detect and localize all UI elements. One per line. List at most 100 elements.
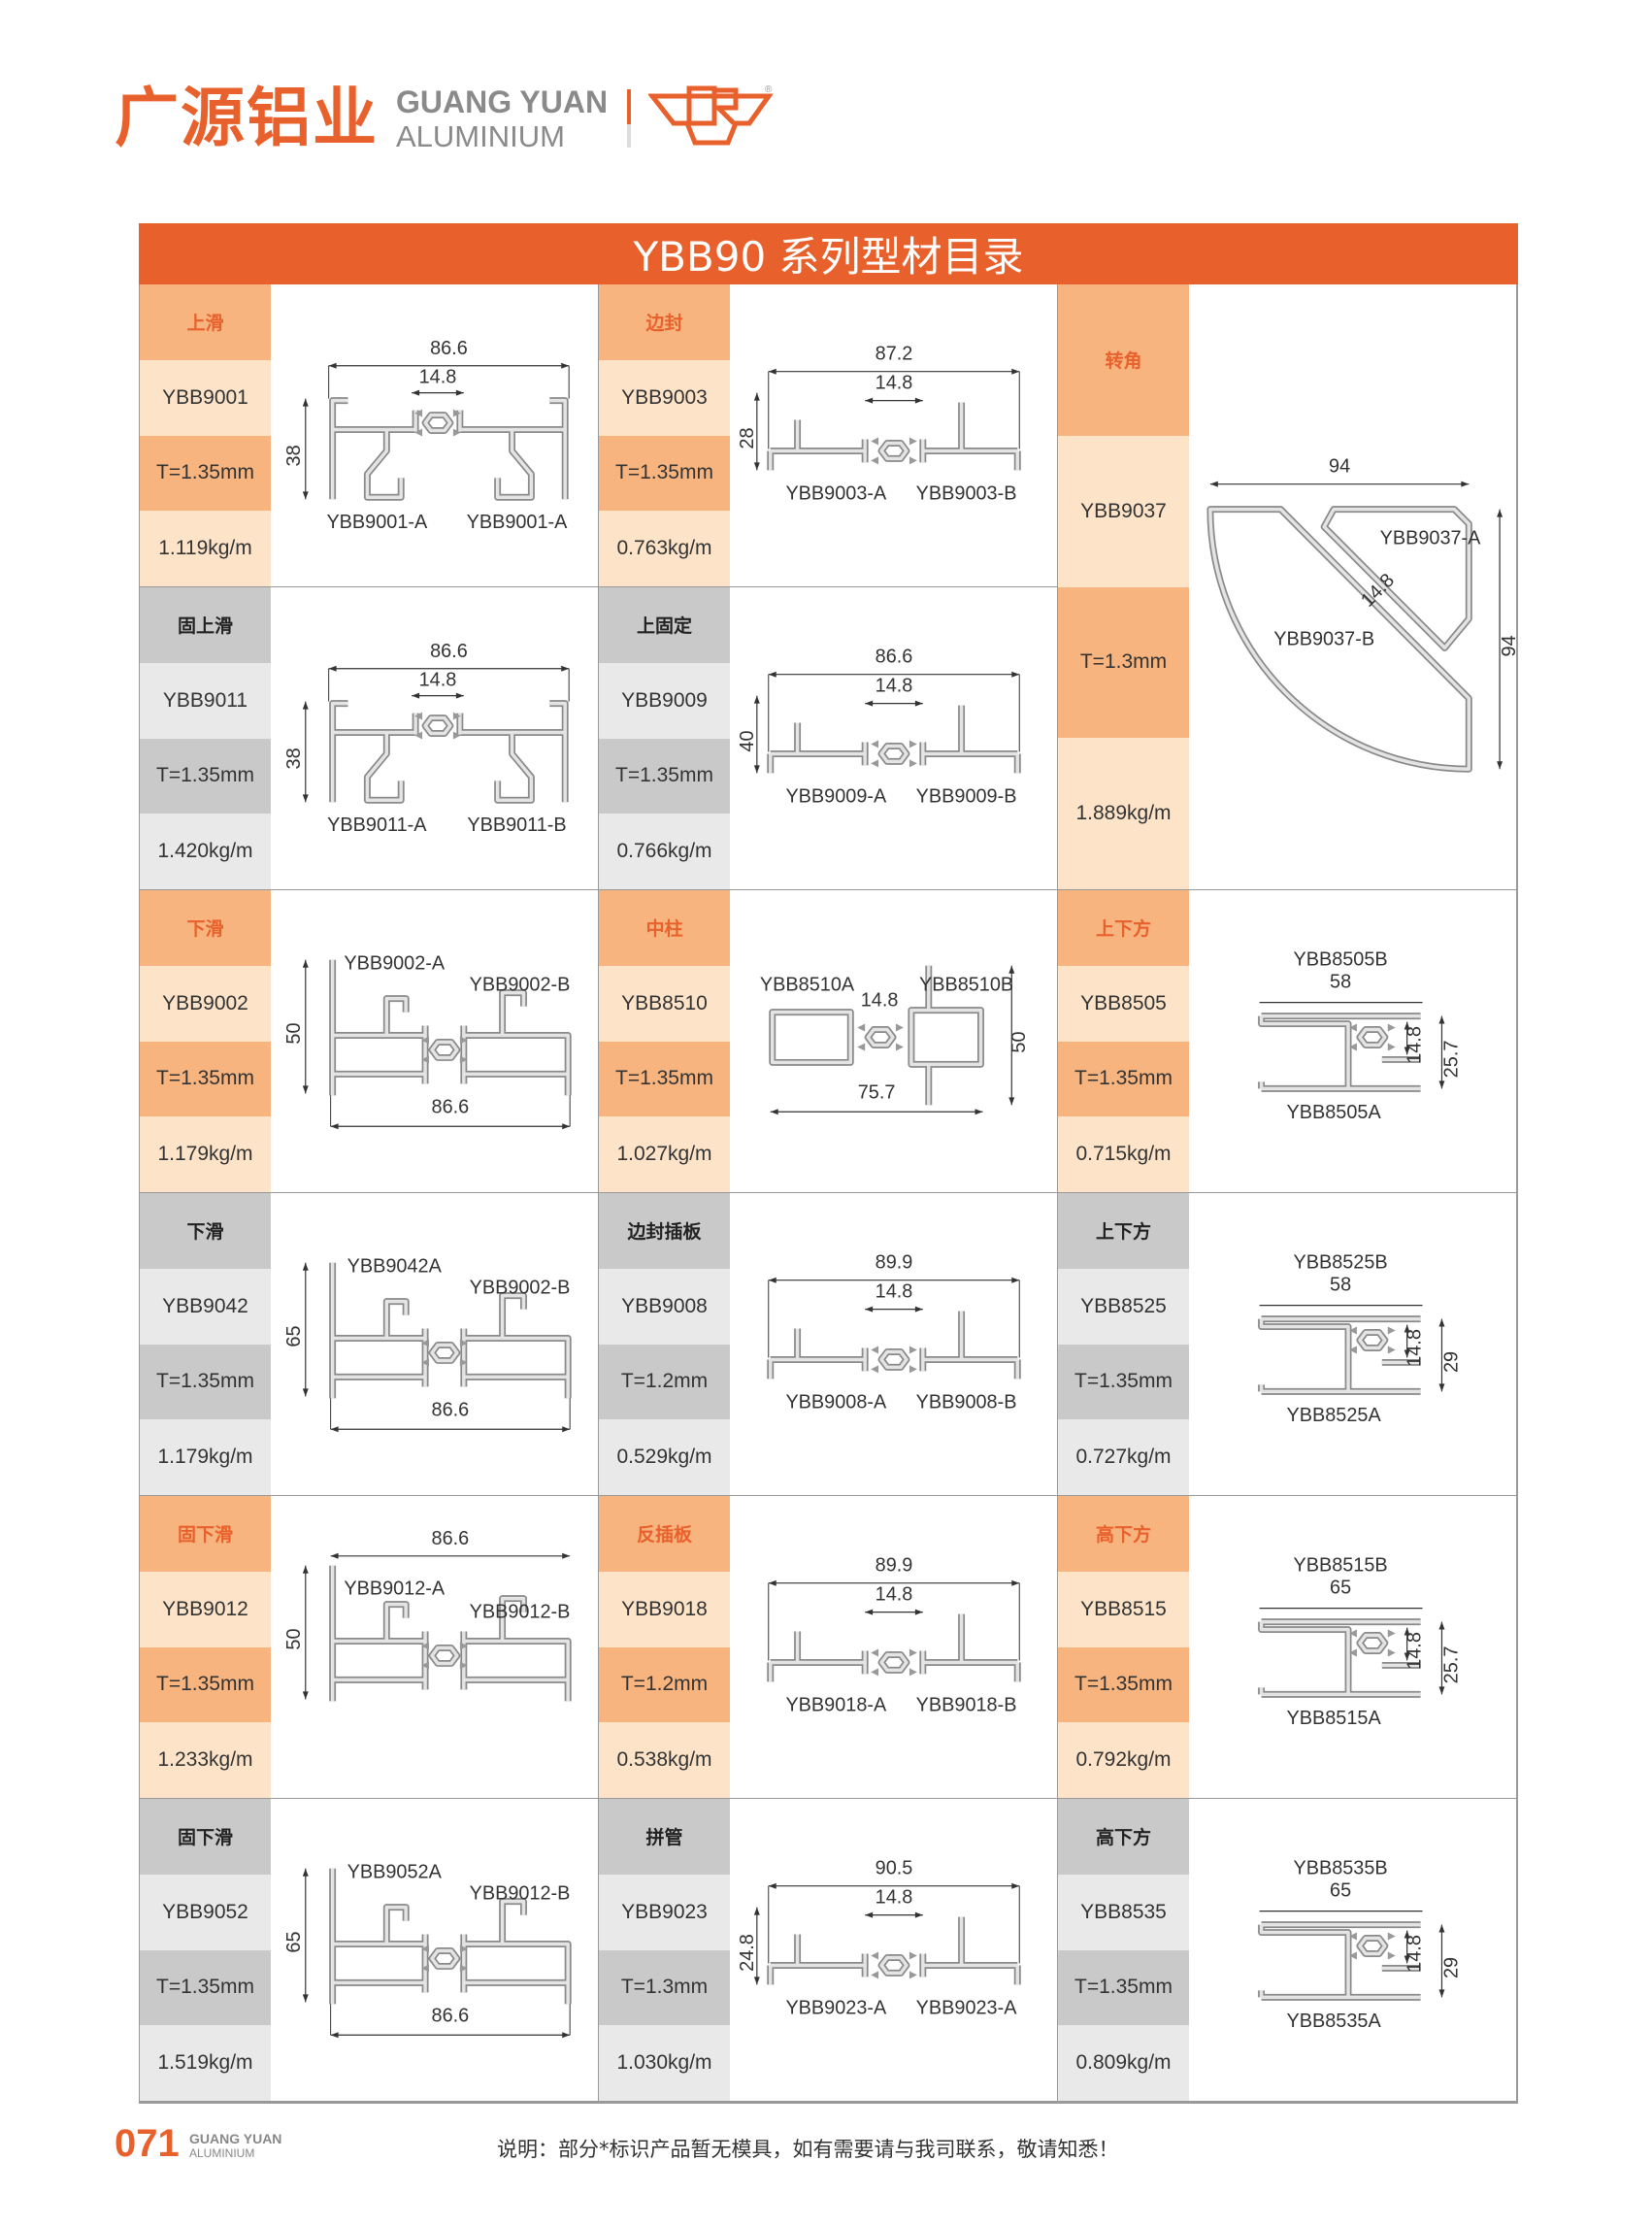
gasket-icon — [1349, 1932, 1396, 1960]
model-code: YBB9012 — [140, 1571, 271, 1647]
model-code: YBB9037 — [1058, 435, 1189, 587]
part-label-b: YBB9012-B — [470, 1883, 571, 1905]
category-label: 固上滑 — [140, 587, 271, 663]
profile-fill — [423, 715, 452, 736]
unit-weight: 1.119kg/m — [140, 511, 271, 586]
gasket-icon — [421, 1944, 468, 1973]
part-label-b: YBB9011-B — [467, 814, 566, 836]
width-dim-label: 58 — [1330, 972, 1351, 993]
height-dim-label: 25.7 — [1440, 1646, 1462, 1684]
category-label: 上滑 — [140, 284, 271, 360]
model-code: YBB9018 — [599, 1571, 730, 1647]
profile-fill — [423, 413, 452, 433]
wall-thickness: T=1.35mm — [599, 435, 730, 512]
unit-weight: 0.715kg/m — [1058, 1116, 1189, 1192]
header-divider — [627, 89, 632, 148]
category-label: 反插板 — [599, 1496, 730, 1572]
brand-header: 广源铝业 GUANG YUAN ALUMINIUM ® — [115, 80, 775, 157]
width-dim-label: 90.5 — [876, 1858, 913, 1879]
mid-dim-arrows — [1404, 1021, 1410, 1055]
category-label: 上下方 — [1058, 890, 1189, 966]
part-label-a: YBB9008-A — [785, 1391, 887, 1413]
profile-fill — [1322, 507, 1471, 650]
unit-weight: 1.233kg/m — [140, 1722, 271, 1798]
height-dim-arrows — [753, 1907, 760, 1985]
brand-name-cn: 广源铝业 — [115, 81, 379, 155]
mid-dim-label: 14.8 — [1404, 1935, 1426, 1973]
model-code: YBB8505 — [1058, 965, 1189, 1042]
mid-dim-arrows — [1404, 1627, 1410, 1661]
gasket-icon — [857, 1023, 904, 1051]
model-code: YBB8515 — [1058, 1571, 1189, 1647]
unit-weight: 0.766kg/m — [599, 814, 730, 889]
unit-weight: 0.763kg/m — [599, 511, 730, 586]
height-dim-label: 29 — [1440, 1351, 1462, 1373]
part-label-b: YBB8525B — [1293, 1252, 1387, 1274]
wall-thickness: T=1.35mm — [1058, 1344, 1189, 1420]
gasket-icon — [414, 409, 461, 437]
unit-weight: 0.792kg/m — [1058, 1722, 1189, 1798]
gasket-icon — [421, 1339, 468, 1367]
profile-outline — [1258, 1921, 1421, 2001]
unit-weight: 0.529kg/m — [599, 1419, 730, 1495]
width-dim-label: 86.6 — [876, 647, 913, 668]
profile-fill — [330, 1565, 570, 1702]
catalog-title: YBB90 系列型材目录 — [139, 223, 1518, 284]
profile-fill — [879, 744, 909, 764]
category-label: 边封插板 — [599, 1193, 730, 1269]
wall-thickness: T=1.35mm — [140, 738, 271, 814]
part-label-b: YBB9003-B — [916, 482, 1017, 504]
part-label-a: YBB9052A — [347, 1862, 443, 1883]
footer-brand-line2: ALUMINIUM — [189, 2146, 255, 2160]
wall-thickness: T=1.35mm — [1058, 1949, 1189, 2026]
mid-dim-label: 14.8 — [1357, 570, 1399, 612]
wall-thickness: T=1.2mm — [599, 1646, 730, 1723]
part-label-a: YBB9011-A — [327, 814, 427, 836]
unit-weight: 1.420kg/m — [140, 814, 271, 889]
profile-fill — [879, 441, 909, 461]
height-dim-label: 40 — [737, 730, 758, 751]
height-dim-arrows — [1438, 1924, 1445, 1998]
mid-dim-label: 14.8 — [876, 1584, 913, 1606]
part-label-a: YBB8515A — [1287, 1708, 1382, 1729]
unit-weight: 1.179kg/m — [140, 1116, 271, 1192]
model-code: YBB8535 — [1058, 1874, 1189, 1950]
height-dim-label: 94 — [1499, 635, 1516, 656]
category-label: 下滑 — [140, 1193, 271, 1269]
part-label-b: YBB8505B — [1293, 949, 1387, 971]
profile-fill — [330, 1262, 570, 1399]
profile-fill — [769, 402, 1019, 471]
mid-dim-label: 14.8 — [876, 676, 913, 697]
part-label-b: YBB9002-B — [470, 975, 571, 996]
profile-fill — [330, 959, 570, 1096]
wall-thickness: T=1.35mm — [1058, 1041, 1189, 1117]
height-dim-arrows — [1438, 1015, 1445, 1089]
brand-en-line1: GUANG YUAN — [396, 83, 609, 119]
gasket-icon — [421, 1642, 468, 1670]
profile-fill — [879, 1955, 909, 1976]
